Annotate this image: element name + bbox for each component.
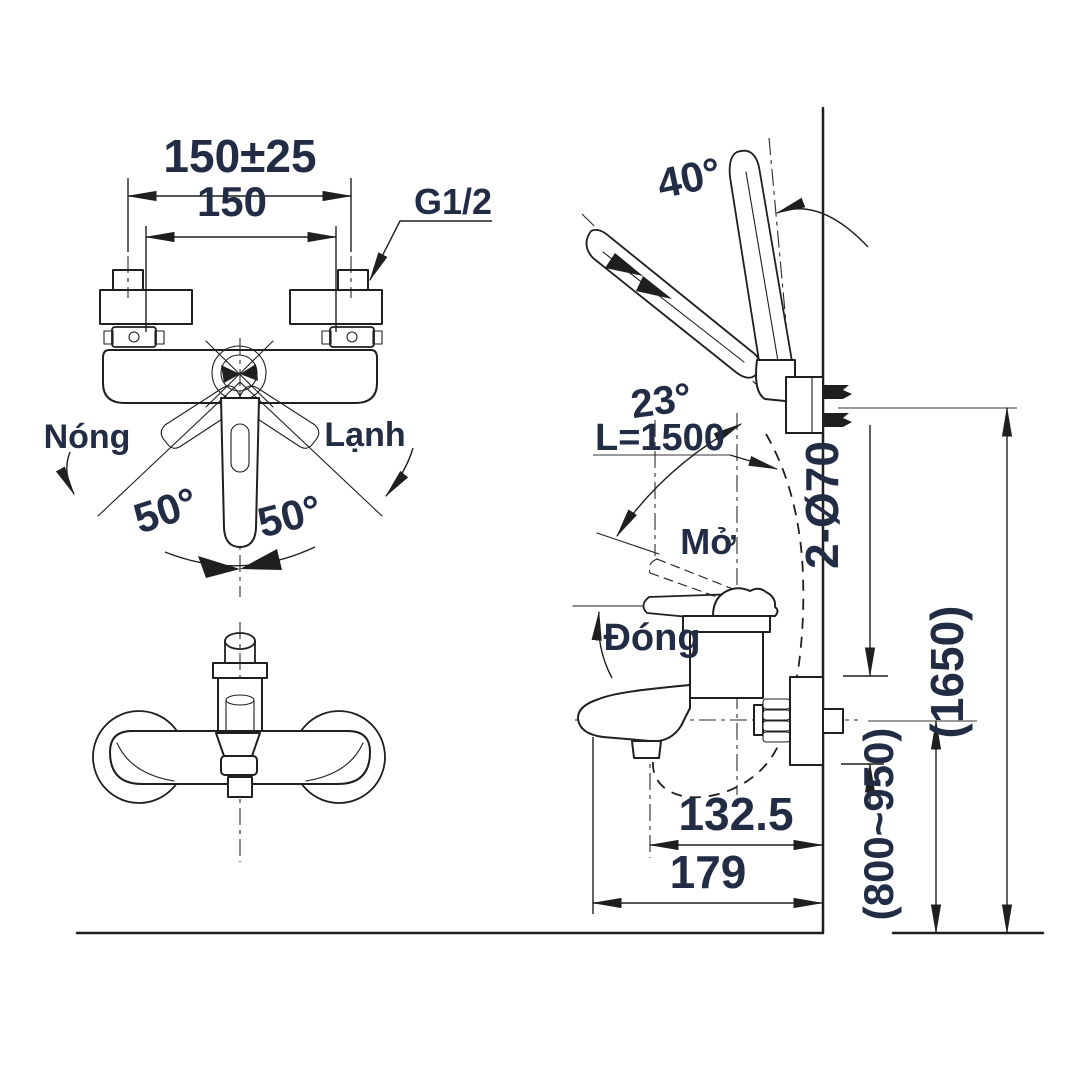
dim-150-label: 150	[197, 178, 267, 225]
lever-angle-label: 23°	[628, 375, 694, 427]
dim-800-950-label: (800~950)	[855, 728, 902, 921]
wall-pipe	[753, 704, 764, 736]
holder-angle-label: 40°	[653, 148, 725, 207]
handle-swing-arc	[164, 546, 316, 567]
handle-rotated-right	[237, 385, 320, 449]
cartridge-cap	[712, 587, 779, 617]
bottom-view	[92, 632, 386, 804]
hose-length-label: L=1500	[595, 417, 725, 459]
lever-close-label: Đóng	[603, 617, 700, 659]
handle-angle-left-label: 50°	[128, 478, 203, 542]
dimension-graphics	[55, 178, 1013, 935]
holder-bracket	[785, 376, 824, 434]
aerator-bottom	[227, 776, 253, 798]
right-inlet-stub	[337, 269, 369, 291]
hot-label: Nóng	[44, 418, 131, 456]
labels: 150±25 150 G1/2 Nóng Lạnh 50° 50° 40° 23…	[44, 130, 973, 920]
lever-grip-slot	[230, 423, 250, 473]
spout	[576, 684, 691, 743]
handle-angle-right-label: 50°	[253, 485, 326, 546]
mixer-body-front	[102, 349, 378, 404]
swing-arc-arrows	[198, 549, 282, 578]
in-wall-fitting	[822, 708, 844, 734]
hose-length-leader	[729, 454, 779, 470]
handle-rotated-left	[160, 385, 243, 449]
thread-size-label: G1/2	[414, 181, 492, 222]
cold-label: Lạnh	[324, 416, 405, 454]
hot-direction-arrow	[55, 451, 75, 496]
mixer-body-side	[689, 631, 764, 699]
right-handle-axis	[239, 381, 383, 517]
holder-screw-bottom	[823, 413, 852, 427]
spout-base-bottom	[215, 732, 261, 757]
spout-outlet-stub	[631, 740, 662, 759]
lever-lift-arrow	[591, 610, 613, 679]
right-union-nut	[321, 326, 383, 348]
wall-connection-nut	[762, 698, 791, 743]
lever-pivot	[205, 340, 274, 408]
wall-escutcheon-flange	[789, 676, 824, 766]
lever-open-position	[648, 558, 739, 604]
dim-150-25-label: 150±25	[163, 130, 316, 182]
left-handle-axis	[97, 381, 241, 517]
dim-132-5-label: 132.5	[678, 788, 793, 840]
shower-head-rotation-arrow	[605, 253, 672, 299]
lever-open-label: Mở	[680, 521, 736, 562]
dim-1650-label: (1650)	[921, 606, 973, 739]
cold-direction-arrow	[385, 447, 414, 498]
shower-head-rotated	[585, 228, 761, 379]
holder-screw-top	[823, 385, 852, 399]
dim-179-label: 179	[670, 846, 747, 898]
escutcheon-label: 2-Ø70	[796, 441, 848, 569]
lever-angle-arc	[616, 423, 743, 538]
open-lever-axis-extension	[596, 532, 660, 555]
thread-leader	[369, 220, 492, 282]
holder-angle-arc	[775, 197, 869, 248]
left-union-nut	[103, 326, 165, 348]
side-view	[75, 106, 1045, 935]
